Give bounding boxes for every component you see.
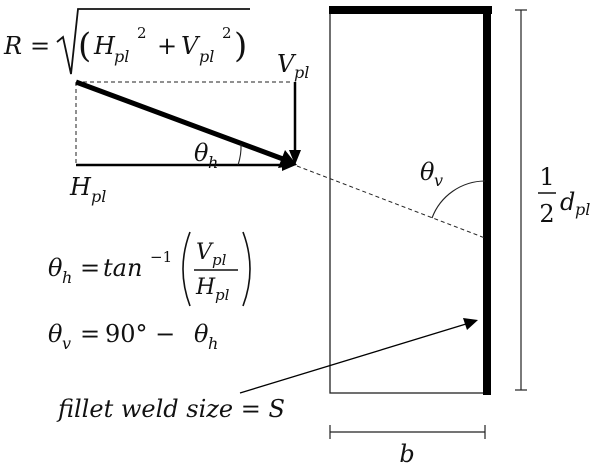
eq2-theta: θ bbox=[48, 320, 63, 348]
resultant-v-sub: pl bbox=[199, 47, 214, 66]
vertical-arrowhead bbox=[289, 150, 301, 165]
paren-close: ) bbox=[234, 26, 247, 66]
eq2-rhs-theta: θ bbox=[194, 320, 209, 348]
resultant-h: H bbox=[93, 32, 116, 60]
theta-h-label: θ bbox=[194, 139, 209, 167]
d-pl-label: d bbox=[560, 188, 575, 216]
eq1-numerator: V bbox=[196, 240, 214, 265]
resultant-v: V bbox=[181, 32, 201, 60]
resultant-lhs: R bbox=[3, 32, 22, 60]
resultant-v-exp: 2 bbox=[222, 24, 232, 42]
theta-h-arc bbox=[237, 143, 242, 166]
resultant-equals: = bbox=[30, 32, 50, 60]
eq1-paren-left bbox=[182, 231, 191, 307]
eq1-theta: θ bbox=[48, 254, 63, 282]
theta-v-arc bbox=[431, 180, 486, 219]
sqrt-sign bbox=[56, 8, 250, 75]
theta-v-label-sub: v bbox=[434, 171, 443, 190]
b-label: b bbox=[399, 440, 414, 468]
theta-h-label-sub: h bbox=[208, 153, 218, 172]
plate-outline bbox=[329, 7, 486, 394]
eq1-denominator-sub: pl bbox=[215, 286, 230, 304]
eq1-tan-exp: −1 bbox=[150, 248, 172, 266]
eq1-tan: tan bbox=[103, 254, 142, 282]
resultant-plus: + bbox=[157, 32, 177, 60]
eq2-rhs-theta-sub: h bbox=[208, 334, 218, 353]
theta-v-label: θ bbox=[420, 158, 435, 186]
paren-open: ( bbox=[78, 26, 91, 66]
resultant-h-sub: pl bbox=[114, 47, 129, 66]
eq1-paren-right bbox=[242, 231, 251, 307]
eq1-numerator-sub: pl bbox=[212, 251, 227, 269]
line-of-action-dashed bbox=[296, 165, 486, 239]
eq1-equals: = bbox=[80, 254, 100, 282]
resultant-force-arrow bbox=[75, 79, 284, 162]
v-pl-label-sub: pl bbox=[294, 63, 309, 82]
fillet-weld-label: fillet weld size = S bbox=[56, 395, 285, 423]
eq2-value: 90° − bbox=[105, 320, 175, 348]
eq2-equals: = bbox=[80, 320, 100, 348]
eq1-denominator: H bbox=[195, 275, 216, 300]
half-numerator: 1 bbox=[539, 163, 554, 191]
fillet-leader-line bbox=[239, 323, 467, 394]
resultant-arrowhead bbox=[278, 150, 297, 168]
h-pl-label-sub: pl bbox=[91, 187, 106, 206]
h-pl-label: H bbox=[69, 173, 92, 201]
resultant-h-exp: 2 bbox=[137, 24, 147, 42]
half-denominator: 2 bbox=[539, 200, 554, 228]
eq2-theta-sub: v bbox=[62, 334, 71, 353]
fillet-leader-arrowhead bbox=[463, 318, 478, 330]
eq1-theta-sub: h bbox=[62, 268, 72, 287]
d-pl-label-sub: pl bbox=[575, 200, 590, 219]
v-pl-label: V bbox=[277, 50, 297, 78]
